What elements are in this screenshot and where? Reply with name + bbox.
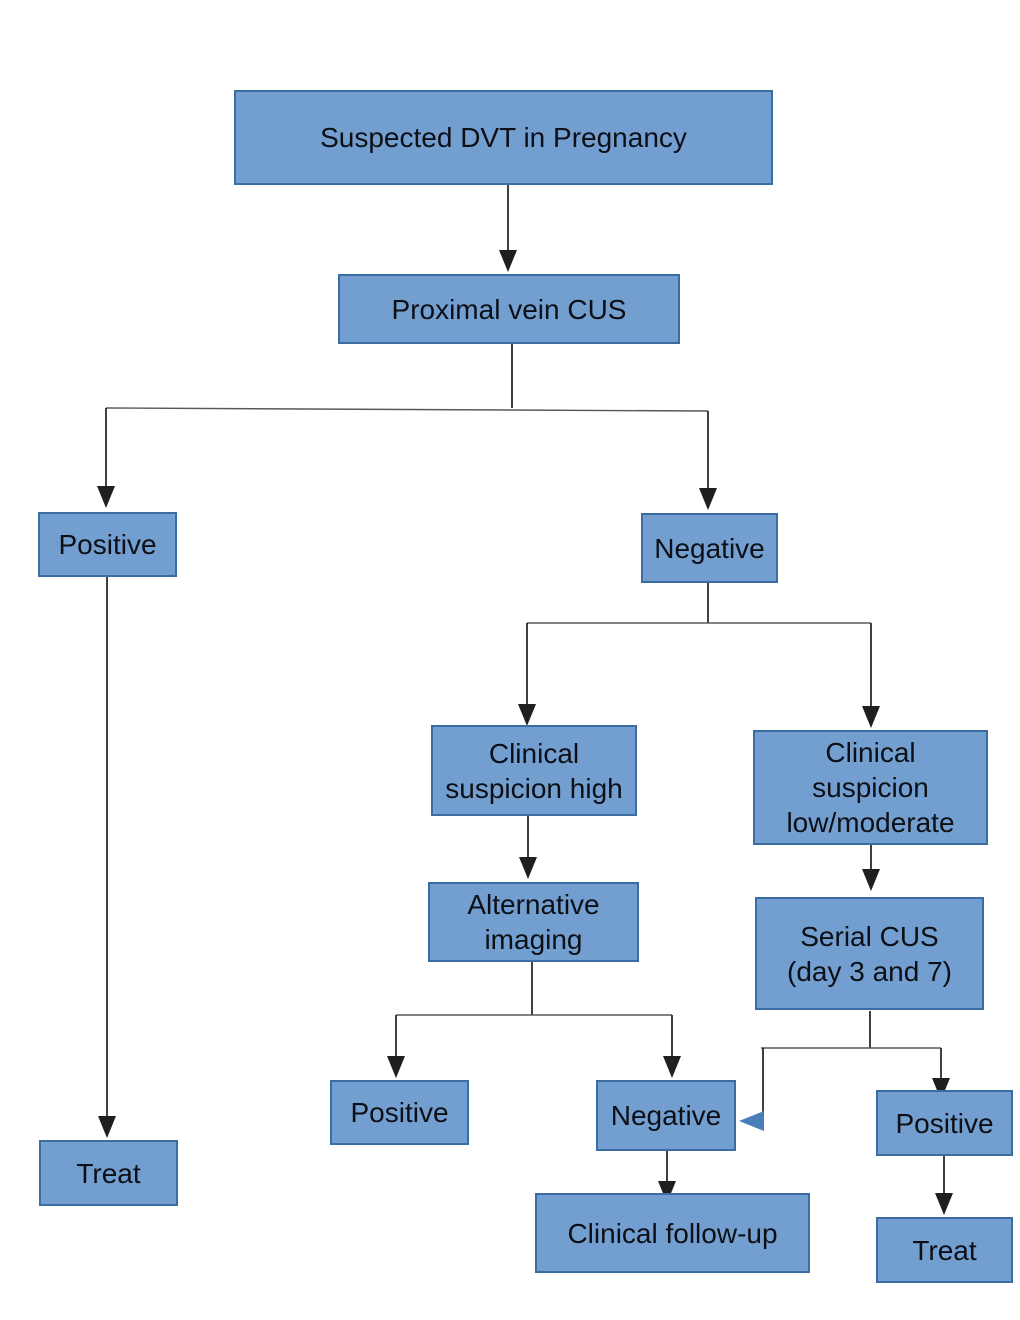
node-label: Negative bbox=[654, 532, 765, 564]
node-cus-treat: Treat bbox=[39, 1140, 178, 1206]
node-serial-cus: Serial CUS (day 3 and 7) bbox=[755, 897, 984, 1010]
node-clinical-followup: Clinical follow-up bbox=[535, 1193, 810, 1273]
arrowhead-serial bbox=[862, 869, 880, 891]
node-label: Positive bbox=[895, 1107, 994, 1139]
node-clinical-suspicion-high: Clinical suspicion high bbox=[431, 725, 637, 816]
node-label: Positive bbox=[350, 1097, 449, 1128]
node-label: Serial CUS (day 3 and 7) bbox=[787, 920, 952, 987]
arrowhead-followup bbox=[658, 1181, 676, 1203]
node-proximal-vein-cus: Proximal vein CUS bbox=[338, 274, 680, 344]
arrowhead-clinical-high bbox=[518, 704, 536, 726]
node-cus-positive: Positive bbox=[38, 512, 177, 577]
node-alternative-imaging: Alternative imaging bbox=[428, 882, 639, 962]
arrowhead-cus-negative bbox=[699, 488, 717, 510]
arrowhead-cus-treat bbox=[98, 1116, 116, 1138]
node-clinical-suspicion-low-moderate: Clinical suspicion low/moderate bbox=[753, 730, 988, 845]
node-label: Treat bbox=[912, 1234, 977, 1266]
edge-proximal-split-horizontal bbox=[105, 407, 709, 412]
arrowhead-loop-into-negative bbox=[739, 1111, 764, 1131]
node-suspected-dvt: Suspected DVT in Pregnancy bbox=[234, 90, 773, 185]
arrowhead-serial-treat bbox=[935, 1193, 953, 1215]
node-label: Positive bbox=[58, 529, 157, 560]
node-label: Treat bbox=[76, 1157, 141, 1189]
node-label: Clinical follow-up bbox=[567, 1217, 778, 1249]
node-serial-positive: Positive bbox=[876, 1090, 1013, 1156]
arrowhead-cus-positive bbox=[97, 486, 115, 508]
node-alt-imaging-positive: Positive bbox=[330, 1080, 469, 1145]
node-label: Negative bbox=[610, 1100, 722, 1131]
node-label: Proximal vein CUS bbox=[391, 293, 627, 325]
arrowhead-clinical-low bbox=[862, 706, 880, 728]
arrowhead-alt-positive bbox=[387, 1056, 405, 1078]
node-cus-negative: Negative bbox=[641, 513, 778, 583]
node-label: Alternative imaging bbox=[467, 889, 600, 955]
node-label: Suspected DVT in Pregnancy bbox=[320, 122, 687, 153]
node-label: Clinical suspicion high bbox=[445, 737, 623, 804]
node-label: Clinical suspicion low/moderate bbox=[786, 737, 955, 838]
node-alt-imaging-negative: Negative bbox=[596, 1080, 736, 1151]
arrowhead-alt-negative bbox=[663, 1056, 681, 1078]
node-serial-treat: Treat bbox=[876, 1217, 1013, 1283]
arrowhead-serial-positive bbox=[932, 1078, 950, 1100]
arrowhead-alt-imaging bbox=[519, 857, 537, 879]
arrowhead-proximal bbox=[499, 250, 517, 272]
